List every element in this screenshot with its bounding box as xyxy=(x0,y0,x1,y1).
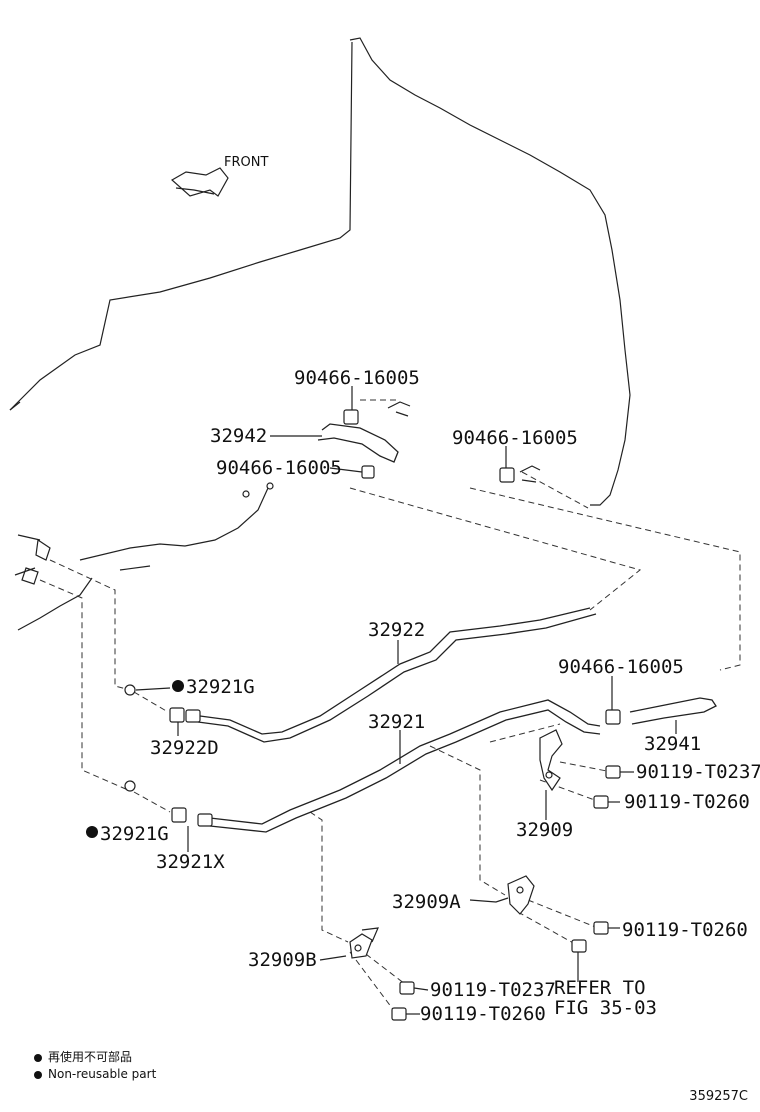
bracket-32909a xyxy=(469,875,535,915)
bullet-icon xyxy=(34,1053,42,1062)
label-clamp-right: 90466-16005 xyxy=(452,427,578,449)
bracket-32909 xyxy=(539,729,563,820)
legend-en: Non-reusable part xyxy=(34,1067,156,1081)
label-hose-32942: 32942 xyxy=(210,425,267,447)
label-bolt-5: 90119-T0260 xyxy=(420,1003,546,1025)
label-union-32921x: 32921X xyxy=(156,851,225,873)
label-leaders xyxy=(135,386,677,1015)
label-bolt-1: 90119-T0237 xyxy=(636,761,760,783)
diagram-code: 359257C xyxy=(689,1089,748,1104)
label-gasket-lower: 32921G xyxy=(100,823,169,845)
label-gasket-upper: 32921G xyxy=(186,676,255,698)
pipe-32922 xyxy=(169,607,597,743)
label-hose-32941: 32941 xyxy=(644,733,701,755)
label-union-32922d: 32922D xyxy=(150,737,219,759)
label-bracket-32909b: 32909B xyxy=(248,949,317,971)
leader-lines xyxy=(39,399,741,1013)
label-pipe-32922: 32922 xyxy=(368,619,425,641)
label-refer-line1: REFER TO xyxy=(554,977,646,999)
gasket-upper-icon xyxy=(124,684,136,696)
label-clamp-top: 90466-16005 xyxy=(294,367,420,389)
label-bracket-32909: 32909 xyxy=(516,819,573,841)
label-clamp-lower: 90466-16005 xyxy=(558,656,684,678)
label-pipe-32921: 32921 xyxy=(368,711,425,733)
label-bolt-3: 90119-T0260 xyxy=(622,919,748,941)
label-bolt-4: 90119-T0237 xyxy=(430,979,556,1001)
legend-en-text: Non-reusable part xyxy=(48,1067,157,1081)
label-bracket-32909a: 32909A xyxy=(392,891,461,913)
clamp-right xyxy=(499,465,541,483)
label-refer-line2: FIG 35-03 xyxy=(554,997,657,1019)
pipe-32921 xyxy=(171,699,601,833)
front-arrow-icon xyxy=(170,167,229,197)
hose-32941 xyxy=(605,697,717,725)
non-reusable-dot-icon xyxy=(172,680,184,692)
transmission-outline xyxy=(14,482,274,631)
bracket-32909b xyxy=(319,927,379,961)
gasket-lower-icon xyxy=(124,780,136,792)
non-reusable-dot-icon xyxy=(86,826,98,838)
bullet-icon xyxy=(34,1070,42,1079)
hose-32942 xyxy=(317,401,411,479)
legend-jp-text: 再使用不可部品 xyxy=(48,1050,133,1064)
label-clamp-mid: 90466-16005 xyxy=(216,457,342,479)
label-bolt-2: 90119-T0260 xyxy=(624,791,750,813)
engine-outline xyxy=(9,37,631,506)
front-label: FRONT xyxy=(224,155,268,170)
legend-jp: 再使用不可部品 xyxy=(34,1048,132,1065)
